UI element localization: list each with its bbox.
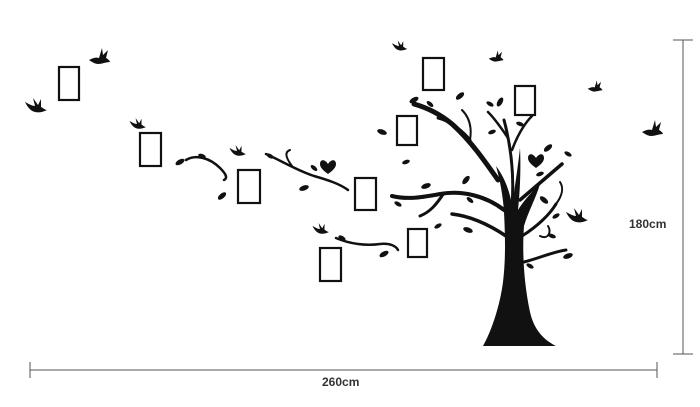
vine-1 [184,156,228,182]
leaf [426,101,434,107]
heart-icon [320,160,336,174]
photo-frame [318,246,343,283]
tree-branch-left-low [450,212,508,238]
tree-trunk [483,148,556,346]
leaf [563,253,573,259]
leaf [463,227,473,233]
leaf [486,101,494,107]
bird-icon [89,48,110,64]
bird-icon [587,80,603,92]
photo-frame [513,84,537,117]
width-dimension: 260cm [29,362,658,389]
tree-branch-curl-2 [539,225,551,238]
leaf [455,92,465,100]
bird-icon [129,118,146,129]
photo-frame [353,176,378,212]
bird-icon [642,120,663,136]
leaf [402,159,410,165]
leaf [379,250,389,258]
width-label: 260cm [322,375,359,389]
leaf [299,185,309,191]
leaf [394,201,402,207]
heart-icon [528,154,544,168]
bird-icon [488,50,504,62]
tree-branch-left-mid-twig [418,191,446,218]
leaf [526,263,534,269]
leaf [266,153,274,159]
tree-branch-left-twig [436,116,472,142]
tree-branch-top-right [510,114,534,152]
bird-icon [25,98,47,113]
tree-branch-curl [461,109,472,141]
tree-branch-right-low [522,248,568,264]
vine-2-curl [285,149,293,167]
birds [25,40,663,234]
leaf [539,196,549,204]
leaf [543,144,553,152]
leaf [552,213,560,219]
photo-frames [57,56,537,283]
photo-frame [57,65,81,102]
photo-frame [406,227,429,259]
leaf [496,97,504,107]
leaf [564,151,572,157]
tree [390,101,568,346]
height-label: 180cm [629,217,666,231]
height-label-bg [628,214,678,232]
leaf [217,192,227,200]
leaf [175,158,185,166]
tree-branch-top [502,118,515,208]
bird-icon [392,40,408,51]
leaves [175,92,573,269]
photo-frame [421,56,446,92]
leaf [462,175,470,185]
tree-branch-right-mid [520,202,558,238]
photo-frame [236,168,262,205]
tree-branch-left-upper [411,101,501,183]
leaf [466,197,474,203]
tree-branch-left-mid [390,190,506,212]
vine-3 [334,236,400,252]
leaf [434,223,442,229]
leaf [310,165,318,171]
leaf [548,233,556,239]
leaf [338,235,346,241]
floating-branches [184,149,400,252]
leaf [536,171,544,177]
leaf [488,129,496,135]
photo-frame [395,114,419,147]
leaf [377,129,387,135]
height-dimension: 180cm [628,39,693,355]
vine-2 [264,152,350,192]
leaf [198,153,206,159]
tree-branch-right-curl [555,181,564,205]
tree-branch-top-left [486,110,510,140]
bird-icon [229,145,246,156]
photo-frame [138,131,163,168]
hearts [320,154,544,174]
leaf [421,183,431,189]
bird-icon [312,223,329,234]
leaf [409,96,419,104]
tree-branch-right-upper [518,162,564,202]
bird-icon [566,208,588,223]
leaf [516,121,524,127]
